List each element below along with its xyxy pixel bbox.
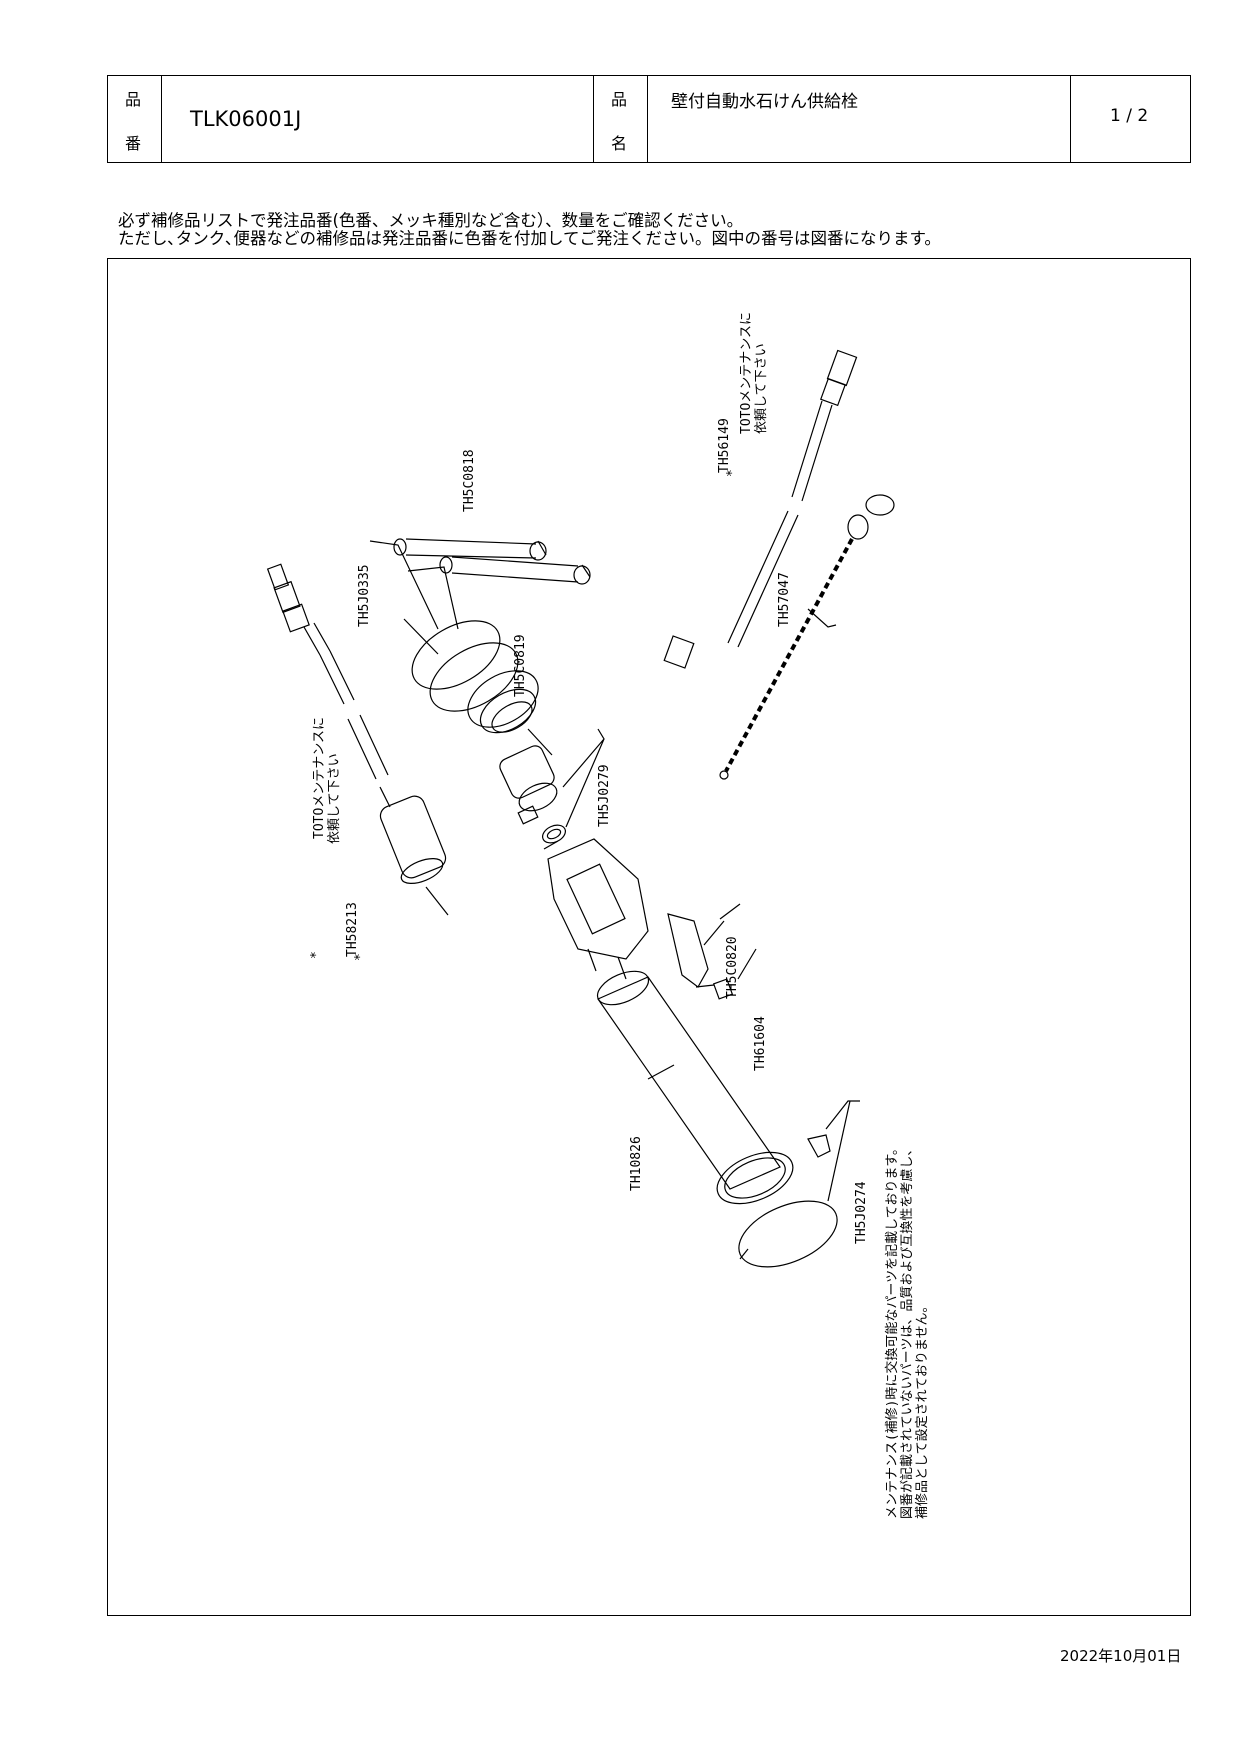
- exploded-diagram-frame: TH5C0818 TH5J0335 TH5C0819 TH56149 * TOT…: [107, 258, 1191, 1616]
- leader-line: [825, 1100, 860, 1130]
- part-label: TH5J0274: [854, 1181, 869, 1244]
- header-divider: [593, 76, 594, 162]
- product-name-label: 名: [611, 134, 628, 153]
- mounting-nut: [411, 620, 539, 734]
- sensor-module: [379, 795, 447, 885]
- part-label: TH5C0820: [725, 936, 740, 999]
- leader-line: [543, 840, 559, 850]
- part-asterisk: *: [725, 469, 740, 477]
- cable-right: [663, 349, 858, 669]
- bead-chain: [719, 494, 895, 780]
- part-label: TH5C0819: [513, 634, 528, 697]
- leader-line: [647, 1064, 675, 1080]
- part-label: TH61604: [753, 1016, 768, 1071]
- side-note-line: 補修品として設定されておりません。: [914, 1300, 930, 1519]
- leader-line: [407, 566, 459, 630]
- tank-cap: [738, 1200, 838, 1268]
- part-note: TOTOメンテナンスに: [312, 717, 327, 839]
- part-note: 依頼して下さい: [327, 753, 342, 844]
- nozzle: [667, 913, 725, 988]
- part-label: TH56149: [717, 418, 732, 473]
- exploded-diagram: TH5C0818 TH5J0335 TH5C0819 TH56149 * TOT…: [266, 312, 930, 1519]
- leader-line: [527, 728, 553, 756]
- leader-line: [562, 728, 605, 828]
- side-note-line: メンテナンス(補修)時に交換可能なパーツを記載しております。: [884, 1142, 900, 1519]
- soap-tank: [596, 970, 794, 1205]
- set-screw: [712, 978, 734, 1000]
- part-no-label: 番: [125, 134, 142, 153]
- part-label: TH5C0818: [462, 449, 477, 512]
- part-label: TH58213: [345, 902, 360, 957]
- part-no-label: 品: [125, 90, 142, 109]
- leader-line: [369, 540, 439, 630]
- part-note: TOTOメンテナンスに: [739, 312, 754, 434]
- leader-line: [719, 903, 741, 920]
- part-label: TH57047: [777, 572, 792, 627]
- tank-clip: [807, 1134, 831, 1158]
- header-divider: [161, 76, 162, 162]
- part-label: TH5J0335: [357, 564, 372, 627]
- pin-upper: [393, 538, 547, 561]
- part-asterisk: *: [309, 951, 324, 959]
- part-note: 依頼して下さい: [754, 343, 769, 434]
- header-divider: [647, 76, 648, 162]
- cable-left: [266, 563, 391, 808]
- pin-lower: [439, 556, 591, 585]
- leader-line: [403, 618, 439, 655]
- part-label: TH10826: [629, 1136, 644, 1191]
- pump-body: [547, 838, 649, 980]
- order-note-line: 必ず補修品リストで発注品番(色番、メッキ種別など含む）、数量をご確認ください。: [118, 211, 744, 230]
- part-label: TH5J0279: [597, 764, 612, 827]
- leader-line: [695, 948, 757, 988]
- product-name-label: 品: [611, 90, 628, 109]
- issue-date: 2022年10月01日: [1060, 1647, 1182, 1665]
- header-divider: [1070, 76, 1071, 162]
- valve-fitting: [499, 745, 566, 844]
- page-number: 1 / 2: [1110, 106, 1149, 126]
- leader-line: [827, 1100, 851, 1202]
- side-note-line: 図番が記載されていないパーツは、品質および互換性を考慮し、: [899, 1143, 915, 1519]
- product-name: 壁付自動水石けん供給栓: [671, 92, 858, 112]
- leader-line: [425, 886, 449, 916]
- order-notes: 必ず補修品リストで発注品番(色番、メッキ種別など含む）、数量をご確認ください。 …: [118, 212, 941, 248]
- header-table: 品 番 TLK06001J 品 名 壁付自動水石けん供給栓 1 / 2: [107, 75, 1191, 163]
- leader-line: [807, 608, 837, 628]
- order-note-line: ただし､タンク､便器などの補修品は発注品番に色番を付加してご発注ください。図中の…: [118, 229, 941, 248]
- part-number: TLK06001J: [190, 107, 302, 131]
- part-asterisk: *: [353, 953, 368, 961]
